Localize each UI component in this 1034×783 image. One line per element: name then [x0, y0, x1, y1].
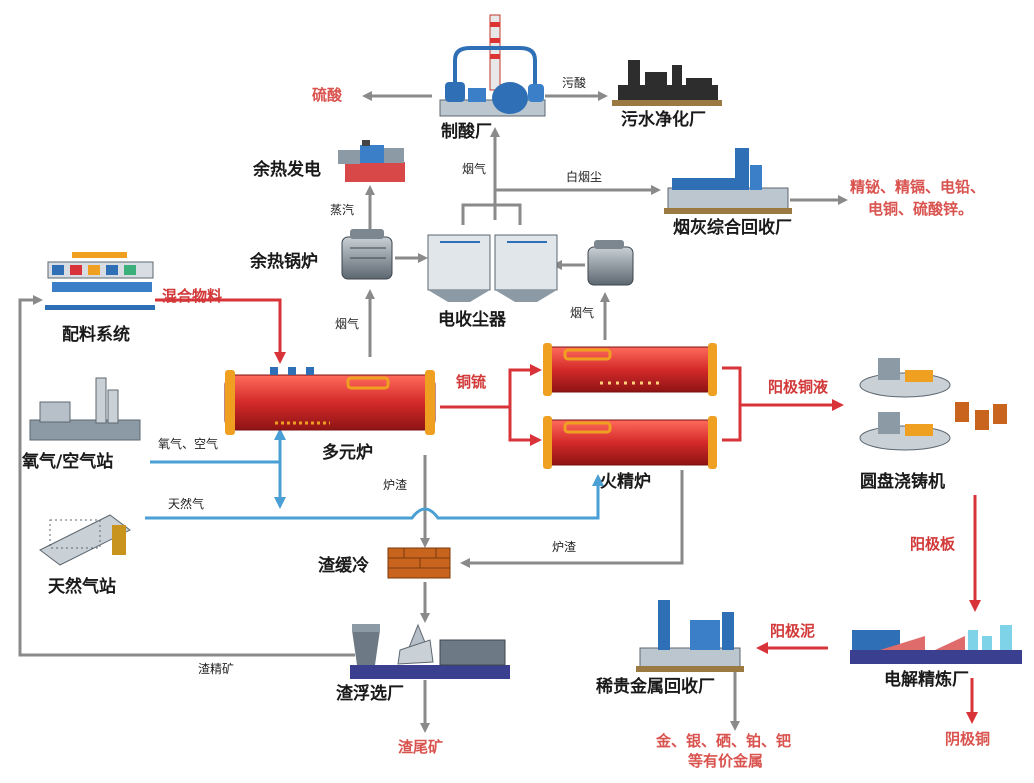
label-white-dust: 白烟尘: [566, 170, 603, 184]
slag-cooling-icon: [387, 547, 451, 579]
label-slag-refining: 炉渣: [552, 540, 577, 554]
label-dust-products-1: 精铋、精镉、电铅、: [850, 178, 986, 196]
arrow-mixed-material: [155, 298, 286, 364]
oxygen-station-icon: [29, 377, 141, 441]
label-slag-cooling: 渣缓冷: [318, 556, 369, 576]
arrow-natural-gas: [145, 474, 604, 520]
label-flue-gas-acid: 烟气: [462, 162, 487, 176]
label-waste-heat-boiler: 余热锅炉: [250, 252, 318, 272]
refining-boiler-icon: [587, 240, 634, 286]
label-electrolysis: 电解精炼厂: [884, 670, 969, 690]
label-slag-multi: 炉渣: [383, 478, 408, 492]
label-cathode-copper: 阴极铜: [945, 730, 991, 748]
label-dirty-acid: 污酸: [562, 76, 587, 90]
label-flue-gas-boiler: 烟气: [335, 317, 360, 331]
precious-metals-plant-icon: [636, 600, 744, 672]
label-mixed-material: 混合物料: [162, 287, 223, 305]
wastewater-plant-icon: [612, 60, 722, 106]
label-precipitator: 电收尘器: [438, 310, 506, 330]
fire-refining-furnace-top-icon: [543, 343, 717, 396]
label-slag-concentrate: 渣精矿: [198, 662, 235, 676]
label-anode-plate: 阳极板: [910, 535, 956, 553]
arrow-slag-refining: [460, 470, 684, 568]
red-flow-arrows: [155, 298, 981, 724]
gray-flow-arrows: [18, 91, 848, 733]
slag-flotation-icon: [350, 623, 510, 679]
label-slag-flotation: 渣浮选厂: [336, 684, 404, 704]
label-natural-gas: 天然气: [168, 497, 205, 511]
label-anode-copper-liquid: 阳极铜液: [768, 378, 829, 396]
label-wastewater: 污水净化厂: [621, 110, 706, 130]
label-steam: 蒸汽: [330, 203, 355, 217]
label-dust-recovery: 烟灰综合回收厂: [673, 218, 792, 238]
label-casting-machine: 圆盘浇铸机: [860, 472, 945, 492]
multi-element-furnace-icon: [224, 367, 436, 435]
blue-flow-arrows: [145, 428, 604, 520]
label-dust-products-2: 电铜、硫酸锌。: [868, 200, 974, 218]
label-multi-furnace: 多元炉: [322, 443, 373, 463]
label-waste-heat-power: 余热发电: [253, 160, 321, 180]
fire-refining-furnace-bottom-icon: [543, 416, 717, 469]
precipitator-icon: [427, 234, 558, 302]
acid-plant-icon: [439, 14, 546, 117]
label-oxygen-air: 氧气、空气: [158, 437, 219, 451]
arrow-matte-top: [508, 364, 542, 407]
label-precious-metals: 稀贵金属回收厂: [596, 677, 715, 697]
arrow-slag-concentrate-return: [18, 295, 355, 657]
label-oxygen-station: 氧气/空气站: [22, 452, 114, 472]
waste-heat-boiler-icon: [341, 229, 393, 280]
label-flue-gas-refining: 烟气: [570, 306, 595, 320]
label-fire-refining: 火精炉: [600, 472, 651, 492]
label-precious-products-2: 等有价金属: [688, 752, 764, 770]
waste-heat-power-icon: [338, 140, 405, 182]
label-sulfuric-acid: 硫酸: [312, 86, 343, 104]
electrolysis-refinery-icon: [850, 625, 1022, 664]
label-batching: 配料系统: [62, 325, 130, 345]
gas-station-icon: [39, 514, 131, 566]
precipitator-collector: [461, 203, 522, 225]
label-anode-slime: 阳极泥: [770, 622, 816, 640]
dust-recovery-plant-icon: [664, 148, 792, 214]
anode-bracket: [722, 366, 742, 442]
label-gas-station: 天然气站: [48, 577, 116, 597]
label-matte: 铜锍: [456, 373, 487, 391]
batching-system-icon: [45, 252, 155, 310]
label-acid-plant: 制酸厂: [441, 122, 492, 142]
arrow-matte-bottom: [508, 407, 542, 446]
label-tailings: 渣尾矿: [398, 738, 444, 756]
casting-machine-icon: [859, 358, 1007, 451]
label-precious-products-1: 金、银、硒、铂、钯: [656, 732, 792, 750]
